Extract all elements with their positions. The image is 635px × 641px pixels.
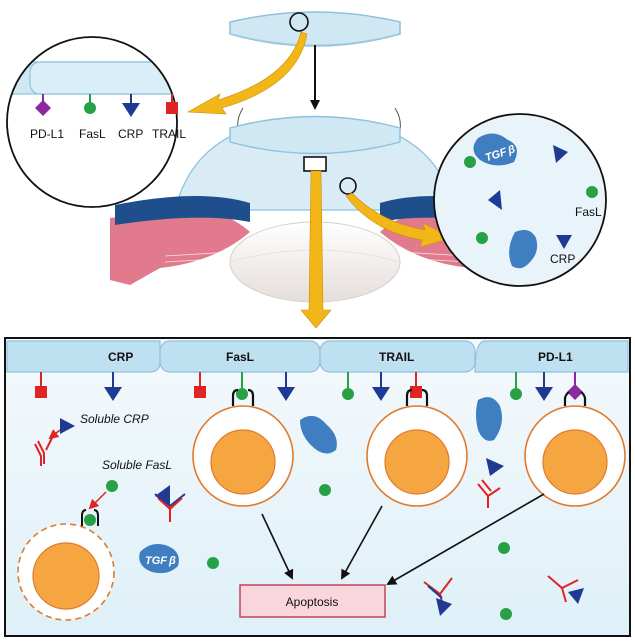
label-crp: CRP — [118, 127, 143, 141]
antibody-icon — [547, 575, 579, 603]
t-cell-fasl — [192, 388, 294, 507]
antibody-icon — [34, 437, 53, 466]
fasl-circle-icon — [84, 514, 96, 526]
fasl-circle-icon — [319, 484, 331, 496]
beta-symbol: β — [168, 555, 176, 567]
fasl-circle-icon — [586, 186, 598, 198]
antibody-icon — [477, 479, 501, 508]
crp-triangle-icon — [155, 485, 170, 505]
label-pdl1: PD-L1 — [30, 127, 64, 141]
pdl1-diamond-icon — [567, 384, 583, 400]
column-header-fasl: FasL — [226, 350, 254, 364]
crp-triangle-icon — [372, 387, 390, 401]
trail-square-icon — [410, 386, 422, 398]
pdl1-diamond-icon — [35, 100, 51, 116]
fasl-circle-icon — [106, 480, 118, 492]
tgf-beta-bean-icon — [473, 133, 517, 166]
crp-triangle-icon — [122, 103, 140, 117]
fasl-circle-icon — [207, 557, 219, 569]
tgf-beta-bean-icon — [509, 230, 538, 269]
label-trail: TRAIL — [152, 127, 186, 141]
tgf-label: TGF — [145, 555, 167, 567]
crp-triangle-icon — [436, 598, 452, 616]
crp-triangle-icon — [535, 387, 553, 401]
trail-square-icon — [194, 386, 206, 398]
crp-triangle-icon — [553, 145, 568, 163]
fasl-circle-icon — [236, 388, 248, 400]
magnify-circle-cornea — [289, 12, 309, 32]
isolated-cornea — [229, 11, 401, 47]
trail-square-icon — [166, 102, 178, 114]
label-crp: CRP — [550, 252, 575, 266]
trail-square-icon — [35, 386, 47, 398]
tgf-beta-bean-icon — [139, 544, 179, 574]
t-cell-pdl1 — [524, 391, 626, 507]
fasl-circle-icon — [498, 542, 510, 554]
gold-arrow-to-right-zoom — [345, 192, 453, 248]
crp-triangle-icon — [488, 190, 502, 210]
left-zoom-circle: PD-L1 FasL CRP TRAIL — [6, 36, 186, 208]
apoptosis-label: Apoptosis — [286, 595, 339, 609]
label-fasl: FasL — [575, 205, 602, 219]
fasl-circle-icon — [510, 388, 522, 400]
magnify-box-endothelium — [303, 156, 327, 172]
crp-triangle-icon — [104, 387, 122, 401]
fasl-circle-icon — [500, 608, 512, 620]
soluble-crp-label: Soluble CRP — [80, 412, 149, 426]
apoptosis-box — [239, 584, 386, 618]
crp-triangle-icon — [486, 458, 504, 476]
fasl-circle-icon — [476, 232, 488, 244]
t-cell-trail — [366, 388, 468, 507]
soluble-fasl-label: Soluble FasL — [102, 458, 172, 472]
nucleus — [32, 542, 100, 610]
endothelium-panel: CRP FasL TRAIL PD-L1 Soluble CRP Soluble — [4, 337, 631, 637]
crp-triangle-icon — [60, 418, 75, 434]
fasl-circle-icon — [464, 156, 476, 168]
column-header-trail: TRAIL — [379, 350, 414, 364]
gold-arrow-to-panel — [300, 170, 332, 329]
column-header-crp: CRP — [108, 350, 133, 364]
tgf-beta-bean-icon — [300, 415, 337, 454]
svg-text:TGFβ: TGFβ — [145, 555, 176, 567]
beta-symbol: β — [506, 143, 517, 157]
column-header-pdl1: PD-L1 — [538, 350, 573, 364]
crp-triangle-icon — [277, 387, 295, 401]
crp-triangle-icon — [568, 588, 584, 604]
gold-arrow-to-left-zoom — [186, 31, 308, 115]
fasl-circle-icon — [342, 388, 354, 400]
magnify-circle-aqueous — [339, 177, 357, 195]
tgf-beta-bean-icon — [476, 397, 502, 441]
crp-triangle-icon — [556, 235, 572, 249]
right-zoom-circle: TGFβ FasL CRP — [433, 113, 607, 287]
label-fasl: FasL — [79, 127, 106, 141]
fasl-circle-icon — [84, 102, 96, 114]
